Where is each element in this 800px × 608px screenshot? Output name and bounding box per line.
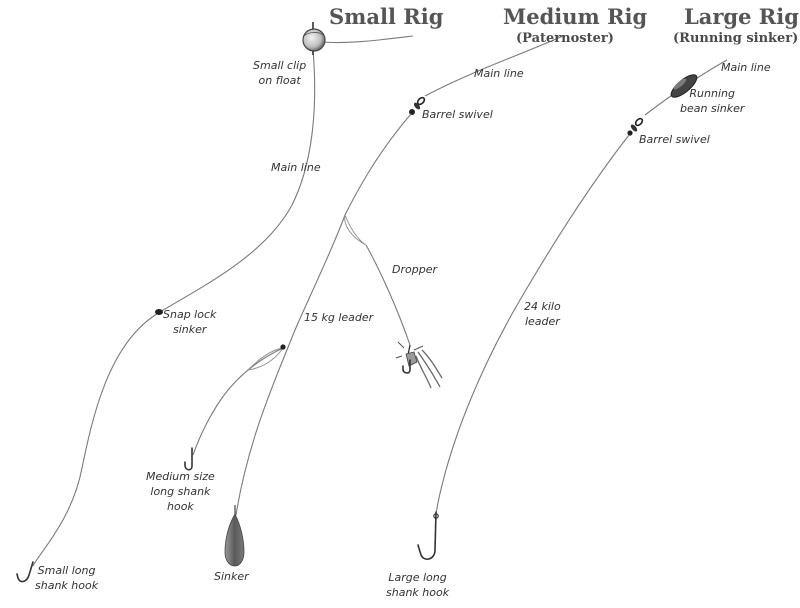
small-hook-label: Small long shank hook	[35, 564, 99, 592]
small-rig-title: Small Rig	[329, 4, 444, 29]
medium-rig-upper-leader	[344, 113, 412, 216]
small-hook-icon	[16, 561, 34, 583]
large-rig-subtitle: (Running sinker)	[673, 31, 799, 46]
large-hook-icon	[417, 511, 437, 560]
medium-rig-dropper	[365, 244, 411, 346]
medium-main-line-label: Main line	[474, 67, 524, 80]
small-rig-top-line	[321, 35, 414, 44]
medium-rig-hook-leader	[192, 347, 284, 456]
large-rig	[417, 59, 728, 560]
sinker-icon	[224, 505, 245, 567]
medium-rig-title: Medium Rig	[503, 4, 648, 29]
large-swivel-label: Barrel swivel	[639, 133, 710, 146]
medium-hook-icon	[184, 447, 193, 471]
small-rig	[16, 22, 414, 583]
medium-rig-hook-leader-loop	[247, 347, 284, 371]
float-icon	[302, 22, 326, 55]
medium-rig	[184, 35, 564, 567]
barrel-swivel-icon	[409, 96, 426, 115]
medium-rig-main-line	[424, 35, 564, 97]
large-rig-leader	[435, 134, 630, 516]
bean-sinker-icon	[670, 74, 698, 98]
leader-knot-icon	[280, 344, 286, 350]
fly-lure-icon	[395, 341, 443, 389]
dropper-label: Dropper	[392, 263, 437, 276]
large-barrel-swivel-icon	[627, 117, 644, 136]
medium-rig-dropper-loop	[344, 214, 367, 246]
bean-sinker-label: Running bean sinker	[680, 87, 745, 115]
medium-hook-label: Medium size long shank hook	[146, 470, 215, 513]
small-main-line-label: Main line	[271, 161, 321, 174]
large-main-line-label: Main line	[721, 61, 771, 74]
sinker-label: Sinker	[214, 570, 249, 583]
large-rig-title: Large Rig	[684, 4, 799, 29]
snap-lock-sinker-icon	[155, 309, 163, 315]
medium-rig-subtitle: (Paternoster)	[516, 31, 614, 46]
hook-eye-icon	[433, 513, 439, 519]
small-clip-label: Small clip on float	[253, 59, 307, 87]
snap-lock-sinker-label: Snap lock sinker	[163, 308, 217, 336]
large-hook-label: Large long shank hook	[386, 571, 450, 599]
medium-rig-leader	[235, 214, 346, 516]
leader-24kg-label: 24 kilo leader	[524, 300, 561, 328]
leader-15kg-label: 15 kg leader	[304, 311, 374, 324]
medium-swivel-label: Barrel swivel	[422, 108, 493, 121]
